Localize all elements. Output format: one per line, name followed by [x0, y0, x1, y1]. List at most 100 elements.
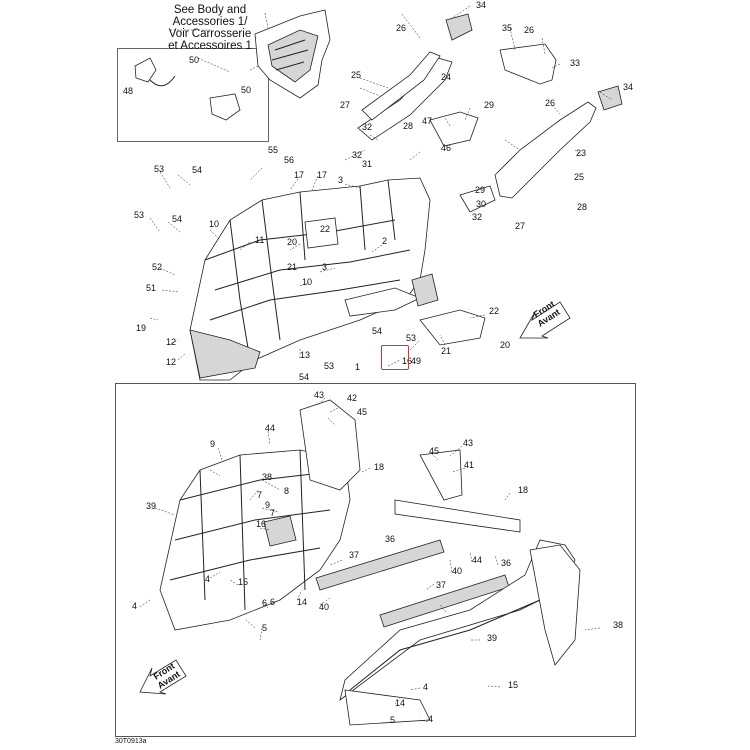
callout-bottom-20: 4	[205, 574, 210, 584]
callout-top-49: 12	[166, 337, 176, 347]
callout-top-28: 3	[338, 175, 343, 185]
callout-top-56: 49	[411, 356, 421, 366]
callout-top-30: 54	[192, 165, 202, 175]
callout-top-22: 30	[476, 199, 486, 209]
callout-bottom-26: 36	[501, 558, 511, 568]
callout-bottom-5: 18	[374, 462, 384, 472]
callout-top-19: 28	[577, 202, 587, 212]
callout-bottom-16: 45	[429, 446, 439, 456]
callout-bottom-35: 15	[508, 680, 518, 690]
callout-top-45: 53	[406, 333, 416, 343]
callout-top-48: 20	[500, 340, 510, 350]
callout-top-50: 12	[166, 357, 176, 367]
reference-note-line-1: See Body and	[173, 4, 247, 16]
callout-bottom-31: 39	[487, 633, 497, 643]
callout-bottom-3: 44	[265, 423, 275, 433]
rear-upper-frame	[357, 13, 623, 213]
callout-top-46: 22	[489, 306, 499, 316]
reference-note: See Body and Accessories 1/ Voir Carross…	[140, 4, 280, 52]
skid-plate	[254, 9, 331, 99]
callout-top-10: 32	[362, 122, 372, 132]
callout-top-0: 34	[476, 0, 486, 10]
front-arrow-bottom: Front Avant	[139, 659, 187, 695]
callout-top-4: 33	[570, 58, 580, 68]
callout-top-31: 53	[134, 210, 144, 220]
callout-top-55: 16	[402, 356, 412, 366]
lower-frame	[159, 399, 581, 726]
figure-code: 30T0913a	[115, 738, 147, 745]
callout-top-39: 3	[322, 262, 327, 272]
callout-top-38: 21	[287, 262, 297, 272]
callout-bottom-29: 6	[270, 597, 275, 607]
callout-bottom-9: 9	[265, 500, 270, 510]
callout-top-37: 2	[382, 236, 387, 246]
callout-bottom-8: 8	[284, 486, 289, 496]
callout-bottom-25: 44	[472, 555, 482, 565]
callout-top-17: 23	[576, 148, 586, 158]
callout-bottom-33: 4	[423, 682, 428, 692]
callout-top-27: 17	[317, 170, 327, 180]
callout-bottom-21: 15	[238, 577, 248, 587]
callout-top-51: 13	[300, 350, 310, 360]
callout-bottom-12: 7	[270, 508, 275, 518]
callout-top-42: 10	[302, 277, 312, 287]
callout-top-58: 48	[123, 86, 133, 96]
leader-lines	[139, 5, 613, 723]
callout-top-1: 26	[396, 23, 406, 33]
callout-top-57: 50	[189, 55, 199, 65]
highlight-box	[381, 345, 409, 370]
callout-bottom-19: 18	[518, 485, 528, 495]
callout-bottom-6: 38	[262, 472, 272, 482]
callout-top-3: 26	[524, 25, 534, 35]
callout-bottom-23: 40	[319, 602, 329, 612]
callout-bottom-24: 40	[452, 566, 462, 576]
callout-bottom-34: 14	[395, 698, 405, 708]
callout-bottom-36: 5	[390, 715, 395, 725]
callout-top-18: 25	[574, 172, 584, 182]
callout-top-6: 24	[441, 72, 451, 82]
callout-bottom-13: 6	[262, 598, 267, 608]
callout-bottom-22: 14	[297, 597, 307, 607]
callout-top-36: 22	[320, 224, 330, 234]
callout-top-29: 53	[154, 164, 164, 174]
callout-top-41: 51	[146, 283, 156, 293]
front-arrow-top: Front Avant	[519, 299, 571, 339]
callout-top-52: 54	[299, 372, 309, 382]
callout-top-16: 31	[362, 159, 372, 169]
callout-bottom-2: 45	[357, 407, 367, 417]
callout-bottom-10: 39	[146, 501, 156, 511]
callout-top-44: 54	[372, 326, 382, 336]
callout-top-2: 35	[502, 23, 512, 33]
callout-top-23: 32	[472, 212, 482, 222]
callout-bottom-28: 4	[132, 601, 137, 611]
callout-top-13: 46	[441, 143, 451, 153]
callout-top-35: 20	[287, 237, 297, 247]
callout-top-33: 10	[209, 219, 219, 229]
reference-note-line-4: et Accessoires 1	[168, 40, 252, 52]
callout-top-12: 29	[484, 100, 494, 110]
callout-bottom-32: 38	[613, 620, 623, 630]
callout-bottom-4: 9	[210, 439, 215, 449]
callout-bottom-11: 16	[256, 519, 266, 529]
callout-top-26: 17	[294, 170, 304, 180]
callout-top-54: 1	[355, 362, 360, 372]
callout-bottom-30: 5	[262, 623, 267, 633]
callout-bottom-17: 43	[463, 438, 473, 448]
callout-top-24: 55	[268, 145, 278, 155]
callout-top-7: 27	[340, 100, 350, 110]
callout-top-21: 29	[475, 185, 485, 195]
reference-note-line-2: Accessories 1/	[172, 16, 248, 28]
callout-top-25: 56	[284, 155, 294, 165]
inset-parts	[134, 57, 241, 121]
callout-bottom-15: 37	[349, 550, 359, 560]
callout-bottom-27: 37	[436, 580, 446, 590]
callout-bottom-18: 41	[464, 460, 474, 470]
callout-top-14: 32	[352, 150, 362, 160]
callout-top-34: 11	[255, 235, 264, 245]
callout-top-11: 47	[422, 116, 432, 126]
callout-top-20: 27	[515, 221, 525, 231]
callout-bottom-37: 4	[428, 714, 433, 724]
